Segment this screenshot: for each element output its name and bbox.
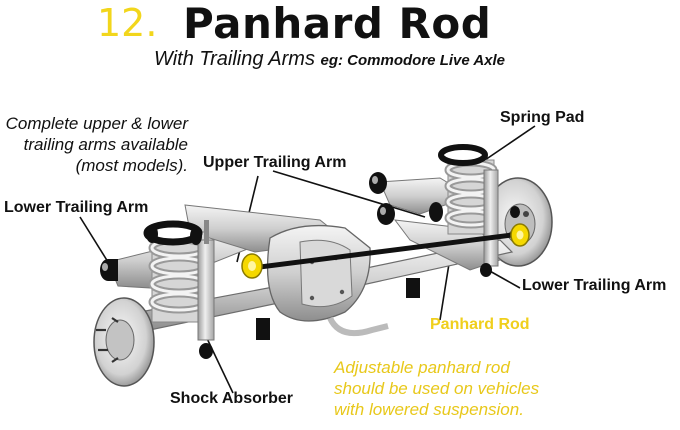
subtitle-example: eg: Commodore Live Axle [320,52,505,69]
adjustable-note-line: Adjustable panhard rod [334,358,510,377]
section-number: 12. [97,1,158,45]
trailing-arms-note-line: Complete upper & lower [5,114,188,133]
left-brake-disc [93,297,155,387]
left-shock-absorber [197,239,215,341]
label-panhard-rod: Panhard Rod [430,316,530,333]
bushings [100,172,520,359]
label-spring-pad: Spring Pad [500,109,585,126]
adjustable-note-line: should be used on vehicles [334,379,540,398]
subtitle: With Trailing Arms eg: Commodore Live Ax… [154,48,505,71]
trailing-arms-note-line: trailing arms available [23,135,188,154]
trailing-arms-note: Complete upper & lower trailing arms ava… [0,113,188,176]
right-shock-absorber [483,169,499,267]
label-lower-trailing-arm-right: Lower Trailing Arm [522,277,667,294]
panhard-rod [241,223,530,279]
left-shock-rod [204,220,209,244]
spring-pad-right [438,144,488,166]
adjustable-panhard-note: Adjustable panhard rod should be used on… [334,357,594,420]
adjustable-note-line: with lowered suspension. [334,400,524,419]
subtitle-text: With Trailing Arms [154,48,315,70]
trailing-arms-note-line: (most models). [75,156,188,175]
label-lower-trailing-arm-left: Lower Trailing Arm [4,199,149,216]
label-shock-absorber: Shock Absorber [170,390,293,407]
page-title: Panhard Rod [183,0,492,48]
label-upper-trailing-arm: Upper Trailing Arm [203,154,347,171]
